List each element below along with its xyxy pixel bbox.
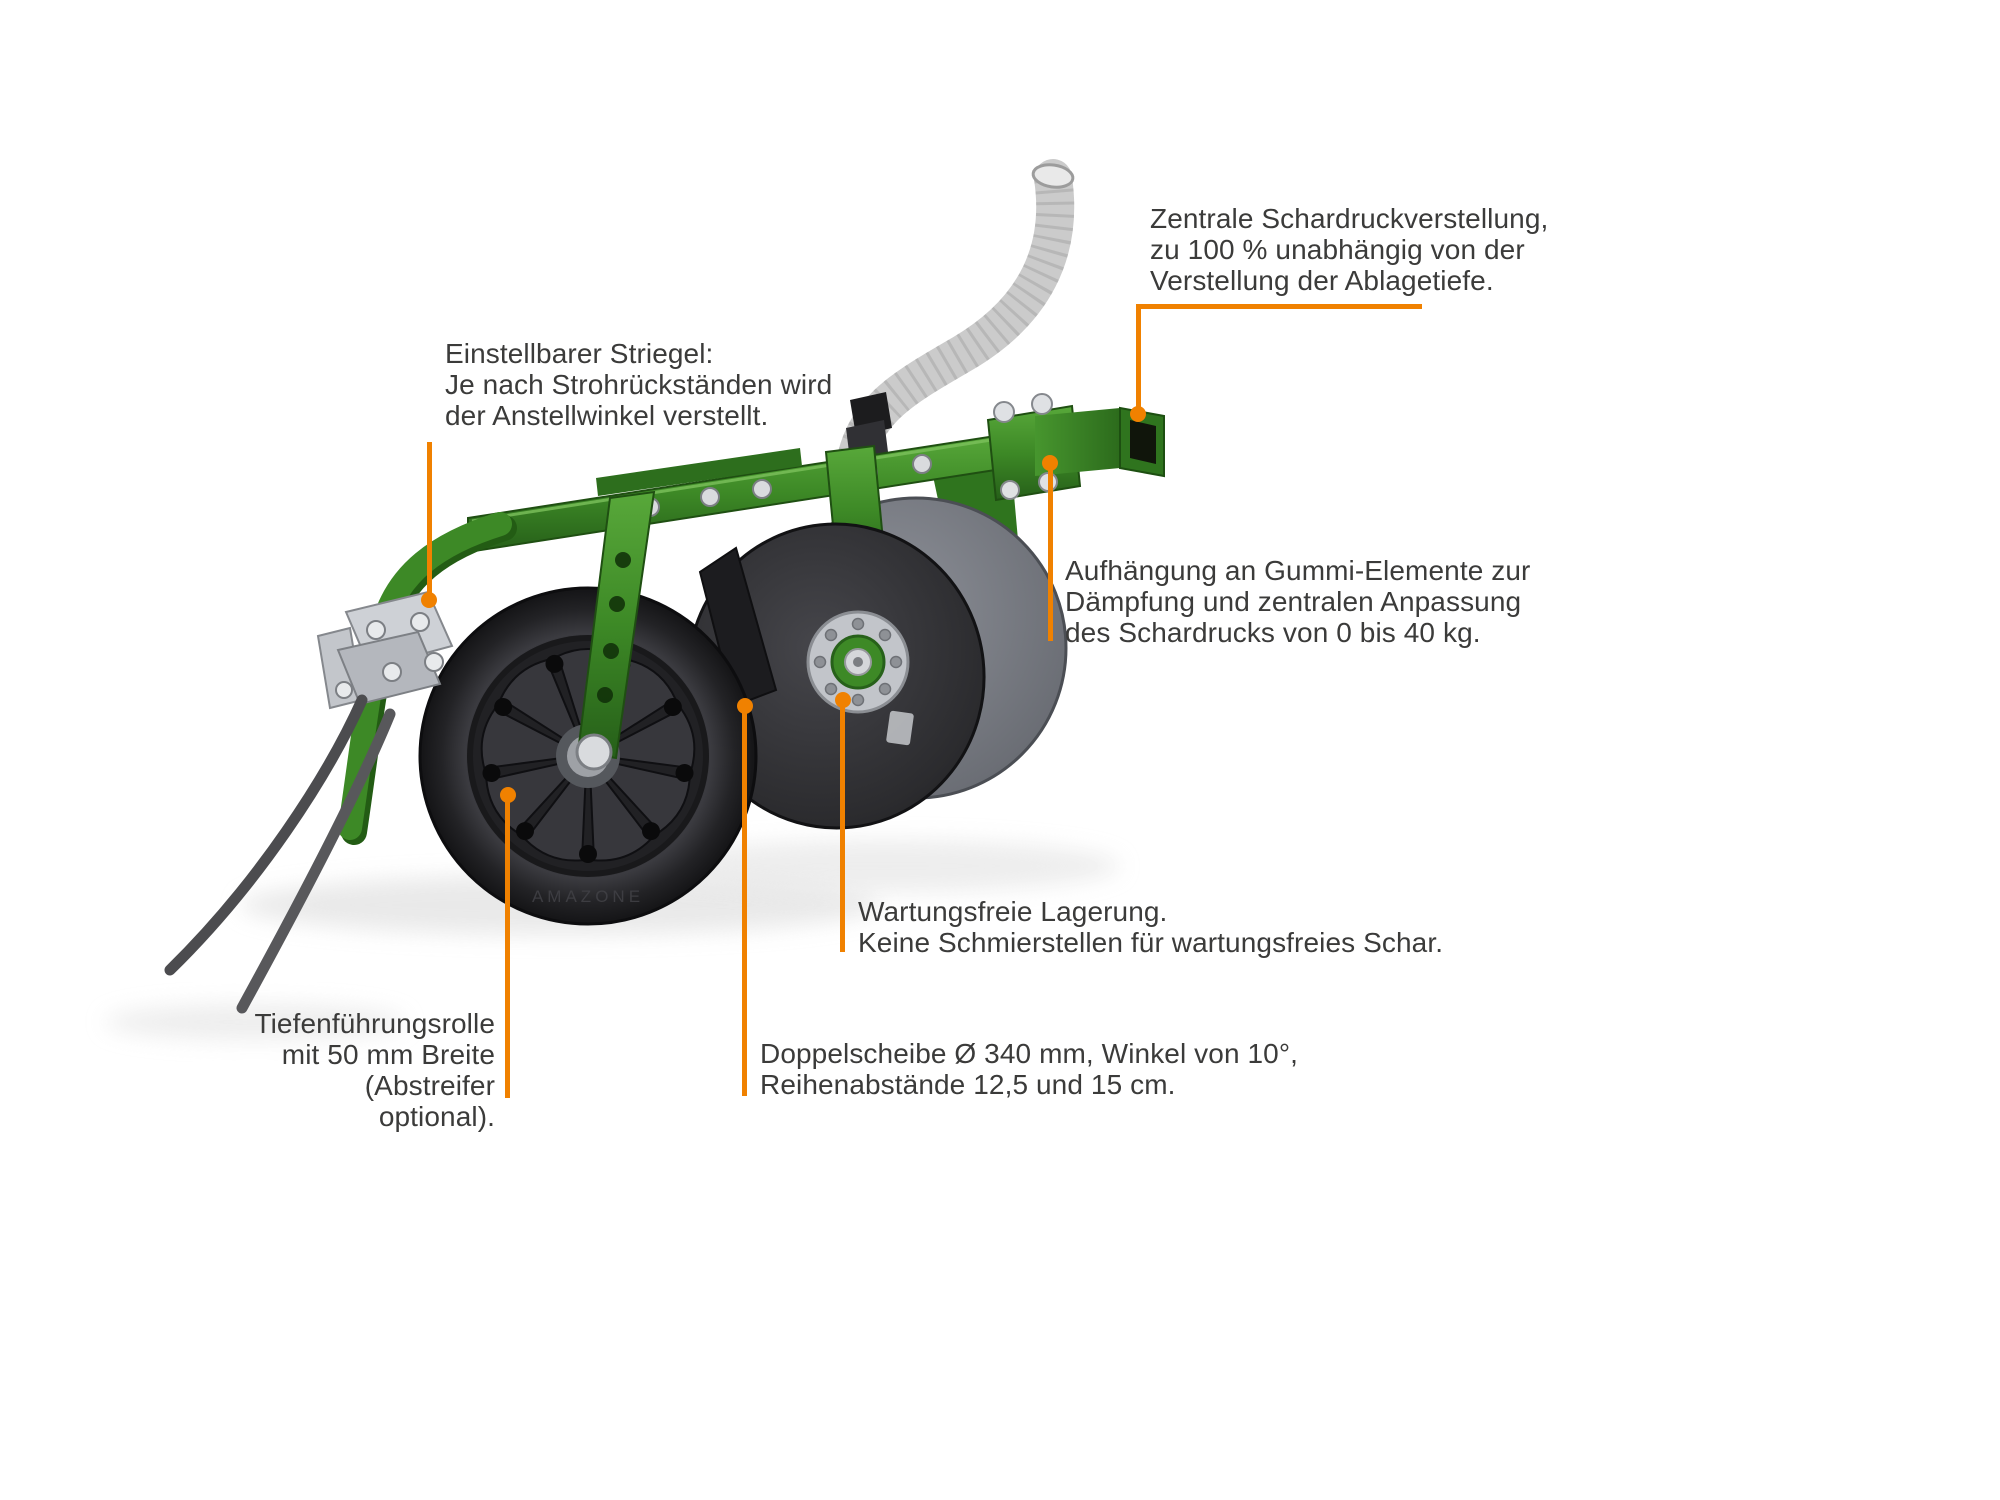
disc-hub-bearing (806, 610, 910, 714)
schardruckverstellung-leader-line-horizontal (1136, 304, 1422, 309)
aufhaengung-leader-dot (1042, 455, 1058, 471)
callout-lagerung-text: Wartungsfreie Lagerung. Keine Schmierste… (858, 896, 1444, 958)
callout-doppelscheibe-text: Doppelscheibe Ø 340 mm, Winkel von 10°, … (760, 1038, 1299, 1100)
tiefenfuehrungsrolle-leader-line (505, 798, 510, 1098)
striegel-leader-line (427, 442, 432, 594)
lagerung-leader-line (840, 700, 845, 952)
tire-brand-text: AMAZONE (532, 887, 644, 906)
striegel-leader-dot (421, 592, 437, 608)
harrow-tines (164, 694, 396, 1014)
square-tube-opening (1130, 420, 1156, 464)
schardruckverstellung-leader-dot (1130, 406, 1146, 422)
lagerung-leader-dot (835, 692, 851, 708)
callout-striegel-text: Einstellbarer Striegel: Je nach Strohrüc… (445, 338, 833, 431)
tiefenfuehrungsrolle-leader-dot (500, 787, 516, 803)
doppelscheibe-leader-dot (737, 698, 753, 714)
schardruckverstellung-leader-line-vertical (1136, 304, 1141, 414)
doppelscheibe-leader-line (742, 706, 747, 1096)
harrow-striegel (164, 512, 517, 1014)
callout-tiefenfuehrungsrolle-text: Tiefenführungsrolle mit 50 mm Breite (Ab… (254, 1008, 495, 1132)
callout-schardruckverstellung-text: Zentrale Schardruckverstellung, zu 100 %… (1150, 203, 1549, 296)
rubber-mount-assembly (986, 393, 1165, 502)
callout-aufhaengung-text: Aufhängung an Gummi-Elemente zur Dämpfun… (1065, 555, 1531, 648)
aufhaengung-leader-line (1048, 463, 1053, 641)
harrow-clamp (316, 590, 454, 710)
wheel-fork-arm (575, 490, 656, 771)
